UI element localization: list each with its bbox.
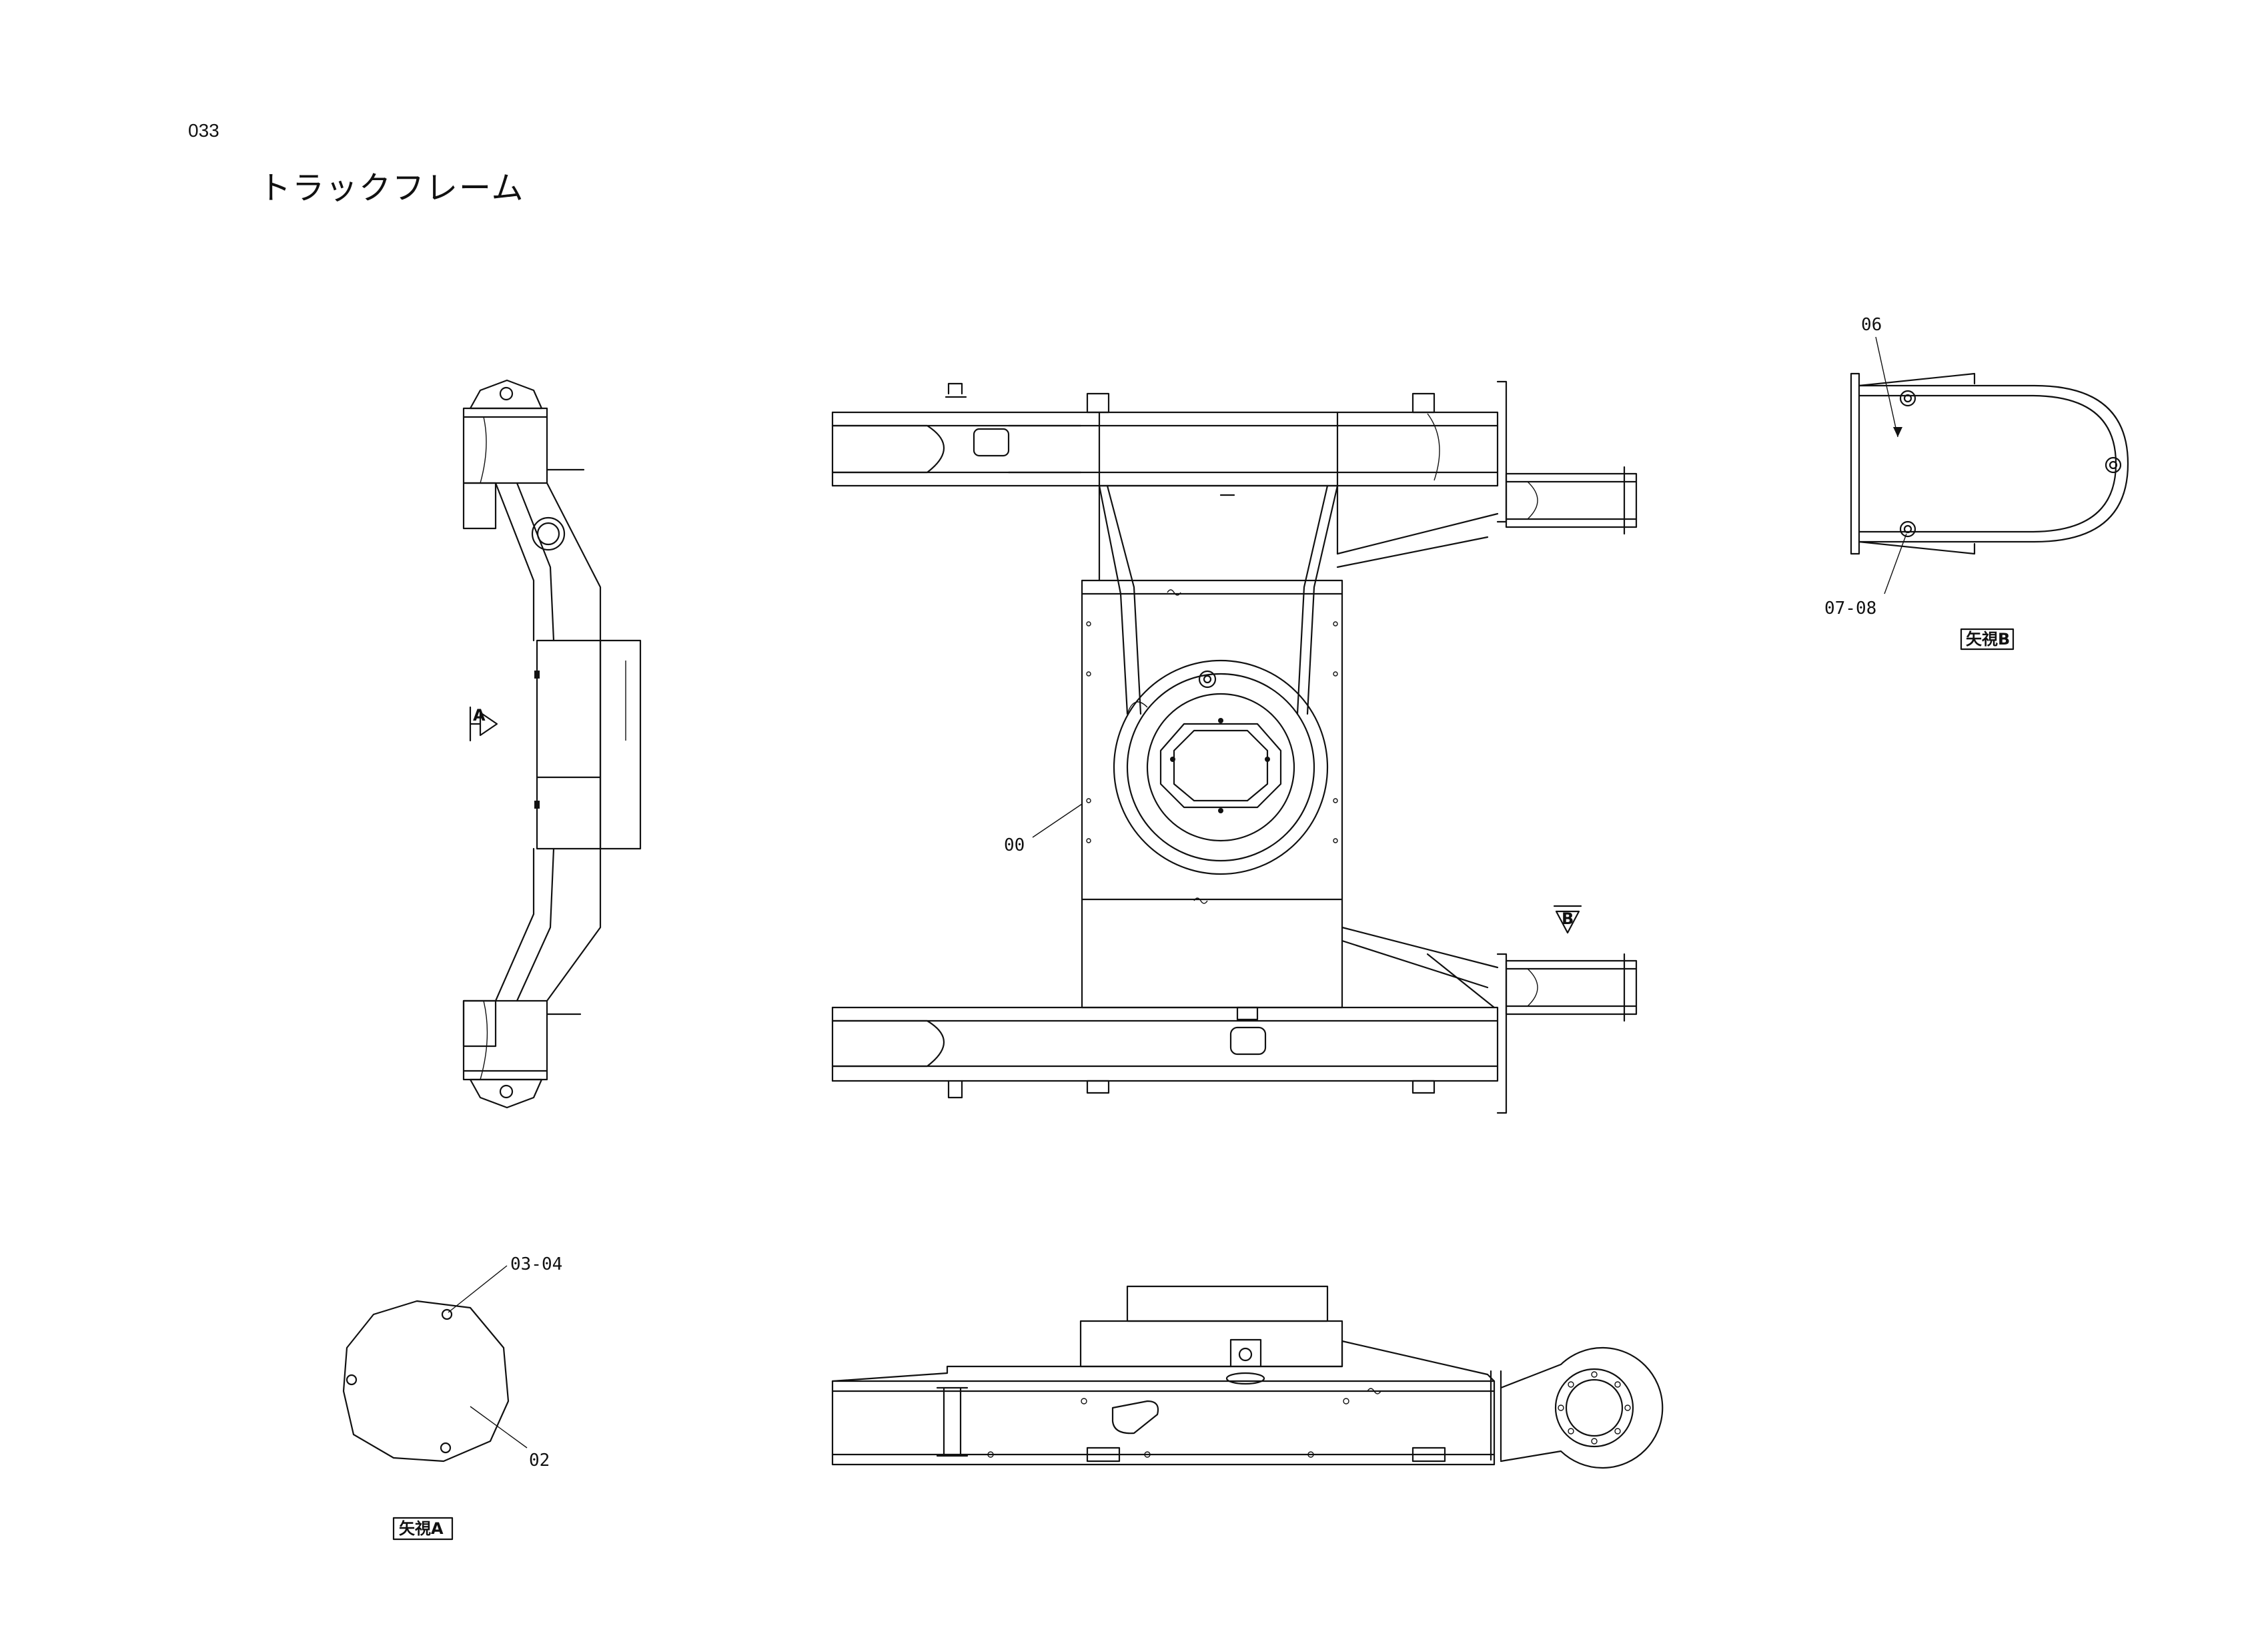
guard-detail: 06 07-08 [1824, 315, 2129, 619]
callout-frame-label: 00 [1004, 835, 1025, 855]
view-a-letter: A [473, 706, 486, 725]
view-b-caption-text: 矢視B [1966, 630, 2010, 649]
callout-cover-bolts-label: 03-04 [510, 1254, 562, 1274]
page-number: 033 [188, 120, 219, 141]
plan-view [831, 380, 1638, 1114]
view-a-caption-text: 矢視A [399, 1519, 444, 1538]
callout-frame: 00 [1004, 803, 1083, 855]
view-a-caption: 矢視A [392, 1517, 454, 1541]
view-a-marker: A [469, 706, 498, 742]
side-view [462, 379, 642, 1109]
view-b-caption: 矢視B [1960, 628, 2015, 651]
elevation-view [831, 1285, 1664, 1469]
callout-guard-bolts-label: 07-08 [1824, 598, 1876, 619]
cover-detail: 03-04 02 [342, 1254, 562, 1471]
page-title: トラックフレーム [259, 169, 525, 207]
callout-cover-label: 02 [529, 1451, 550, 1471]
callout-guard-label: 06 [1861, 315, 1882, 335]
view-b-letter: B [1562, 909, 1574, 928]
view-b-marker: B [1553, 905, 1582, 934]
